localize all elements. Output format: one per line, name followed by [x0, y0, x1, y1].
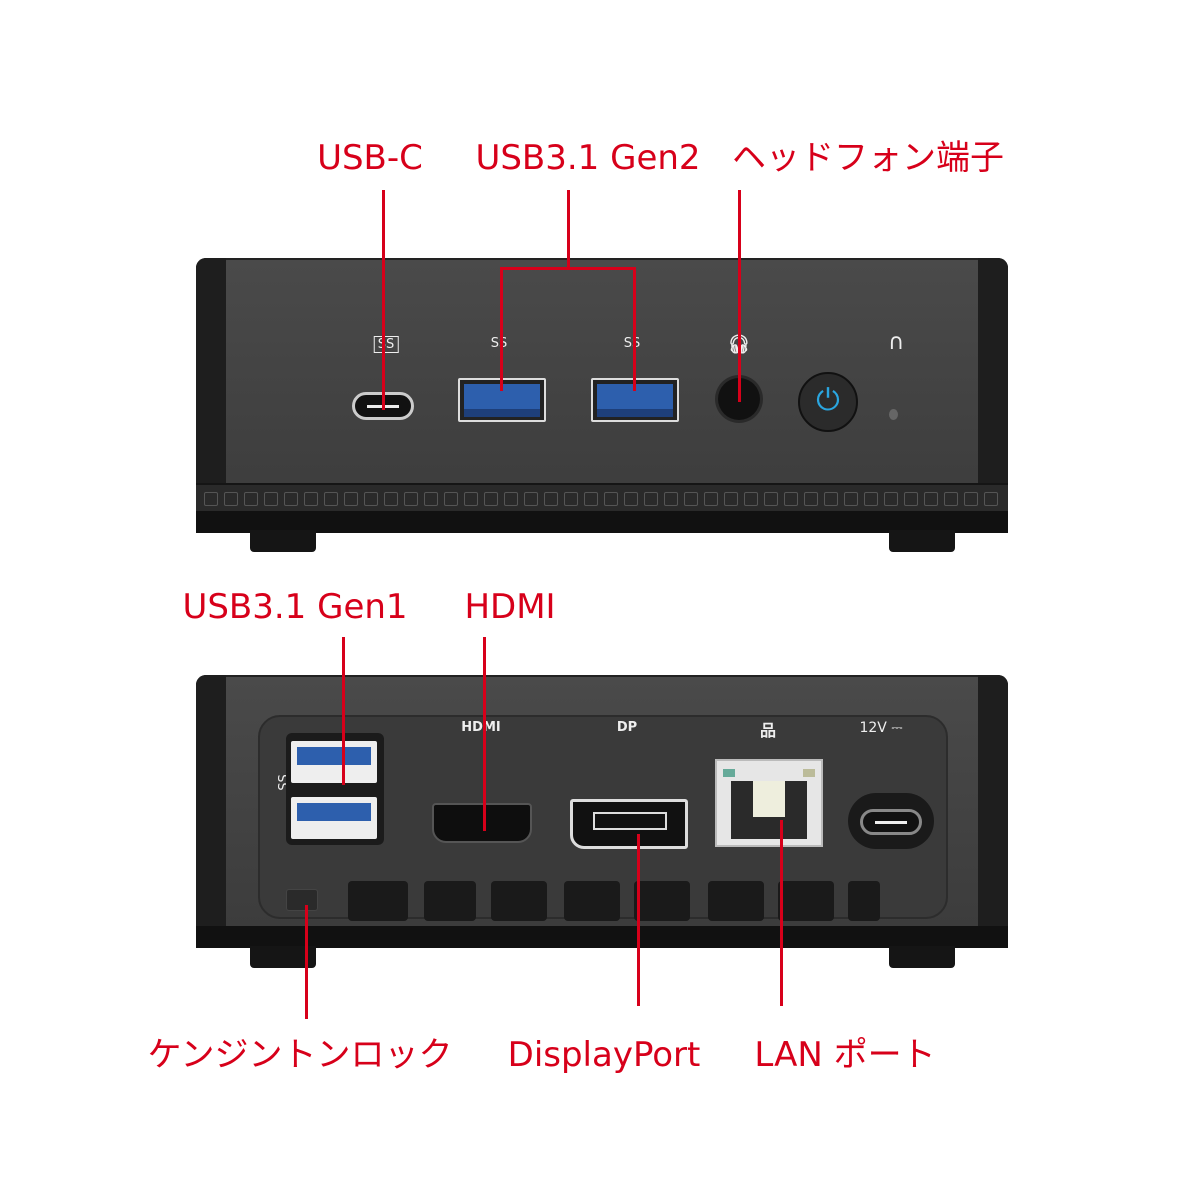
leader-displayport	[637, 834, 640, 1006]
hdmi-silkscreen: HDMI	[461, 720, 501, 735]
power-led-icon: ∩	[887, 330, 905, 355]
leader-hdmi	[483, 637, 486, 831]
leader-kensington	[305, 905, 308, 1019]
network-icon: 品	[759, 721, 777, 740]
label-headphone: ヘッドフォン端子	[732, 138, 1004, 178]
usb-a-port-2[interactable]	[591, 378, 679, 422]
front-panel: SS SS SS 🎧︎ ∩ ⏻	[196, 258, 1008, 533]
lan-link-led	[723, 769, 735, 777]
leader-usb-gen1	[342, 637, 345, 785]
front-vent	[196, 483, 1008, 513]
leader-usb-gen2-branch	[500, 267, 636, 270]
label-displayport: DisplayPort	[507, 1035, 701, 1075]
leader-usb-gen2-left	[500, 267, 503, 391]
back-panel: HDMI DP 品 12V ⎓ SS	[196, 675, 1008, 948]
label-lan: LAN ポート	[754, 1035, 936, 1075]
label-usb-c: USB-C	[317, 138, 423, 178]
usb-a-port-1[interactable]	[458, 378, 546, 422]
lan-port[interactable]	[715, 759, 823, 847]
power-button[interactable]: ⏻	[798, 372, 858, 432]
usb-ss-icon: SS	[490, 336, 508, 351]
foot	[889, 946, 955, 968]
dc-in-silkscreen: 12V ⎓	[859, 720, 903, 736]
usb-c-power-port[interactable]	[860, 809, 922, 835]
usb-c-ss-icon: SS	[373, 336, 399, 353]
foot	[889, 530, 955, 552]
hdmi-port[interactable]	[432, 803, 532, 843]
label-usb31-gen2: USB3.1 Gen2	[475, 138, 701, 178]
foot	[250, 530, 316, 552]
label-kensington: ケンジントンロック	[147, 1035, 453, 1075]
dc-in-voltage: 12V	[859, 720, 887, 736]
usb-a-port-upper[interactable]	[291, 741, 377, 783]
leader-usb-gen2-right	[633, 267, 636, 391]
displayport-port[interactable]	[570, 799, 688, 849]
usb-ss-icon: SS	[623, 336, 641, 351]
lan-activity-led	[803, 769, 815, 777]
power-led	[889, 409, 898, 420]
foot	[250, 946, 316, 968]
leader-usb-c	[382, 190, 385, 410]
leader-headphone	[738, 190, 741, 402]
label-usb31-gen1: USB3.1 Gen1	[182, 587, 408, 627]
leader-usb-gen2	[567, 190, 570, 270]
usb-a-port-lower[interactable]	[291, 797, 377, 839]
dp-silkscreen: DP	[616, 720, 638, 735]
kensington-lock-slot[interactable]	[286, 889, 318, 911]
leader-lan	[780, 820, 783, 1006]
label-hdmi: HDMI	[464, 587, 556, 627]
